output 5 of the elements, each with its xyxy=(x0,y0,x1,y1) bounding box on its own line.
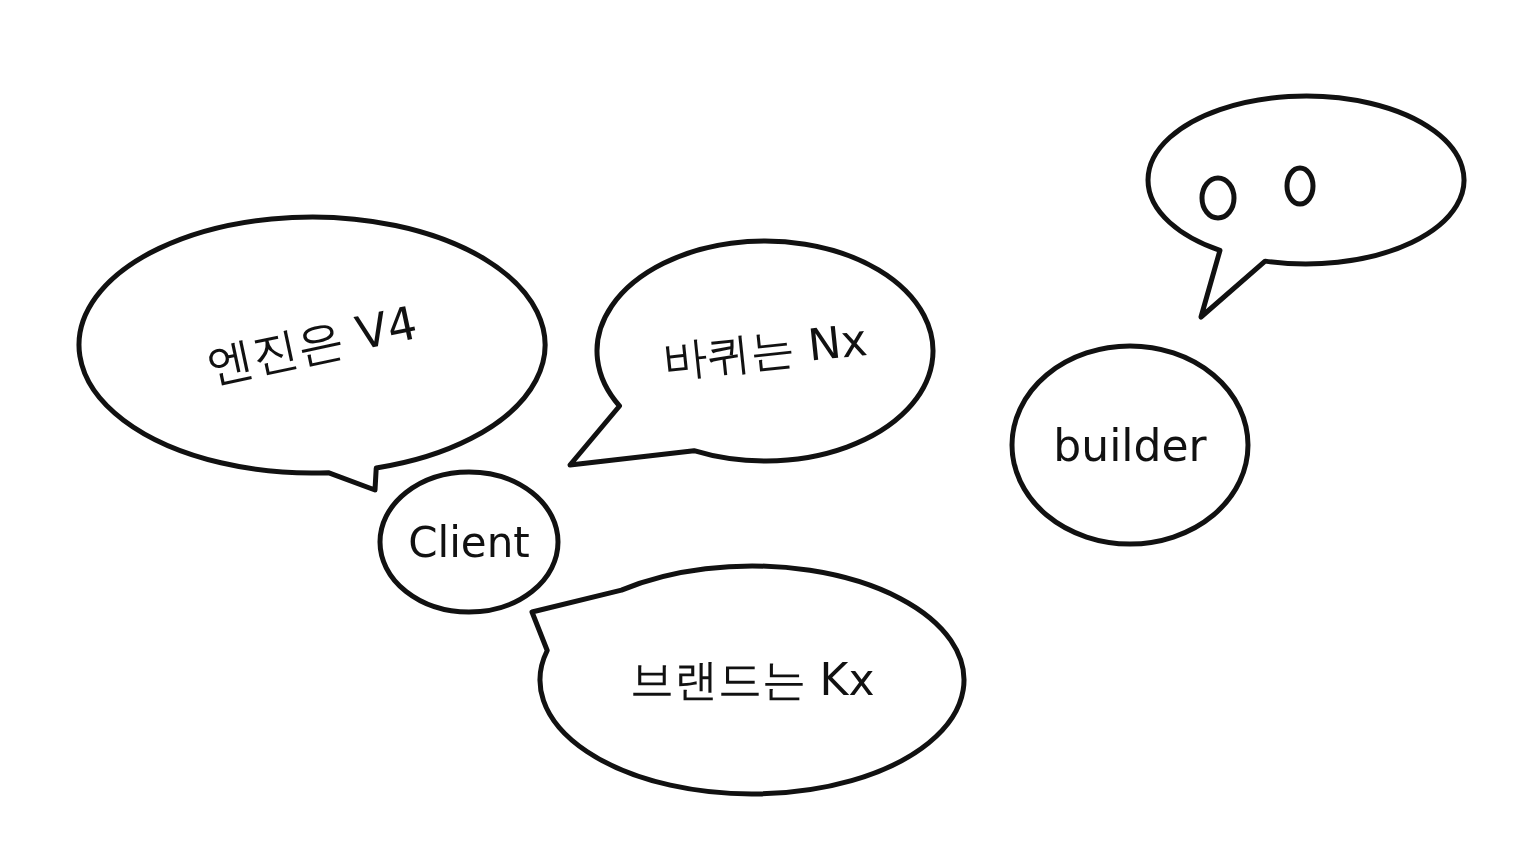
bubble-text: builder xyxy=(1053,419,1207,471)
bubble-text: 브랜드는 Kx xyxy=(629,652,875,707)
bubble-text: 바퀴는 Nx xyxy=(660,312,870,389)
bubble-text: Client xyxy=(408,517,530,567)
bubble-text: 엔진은 V4 xyxy=(201,294,423,395)
